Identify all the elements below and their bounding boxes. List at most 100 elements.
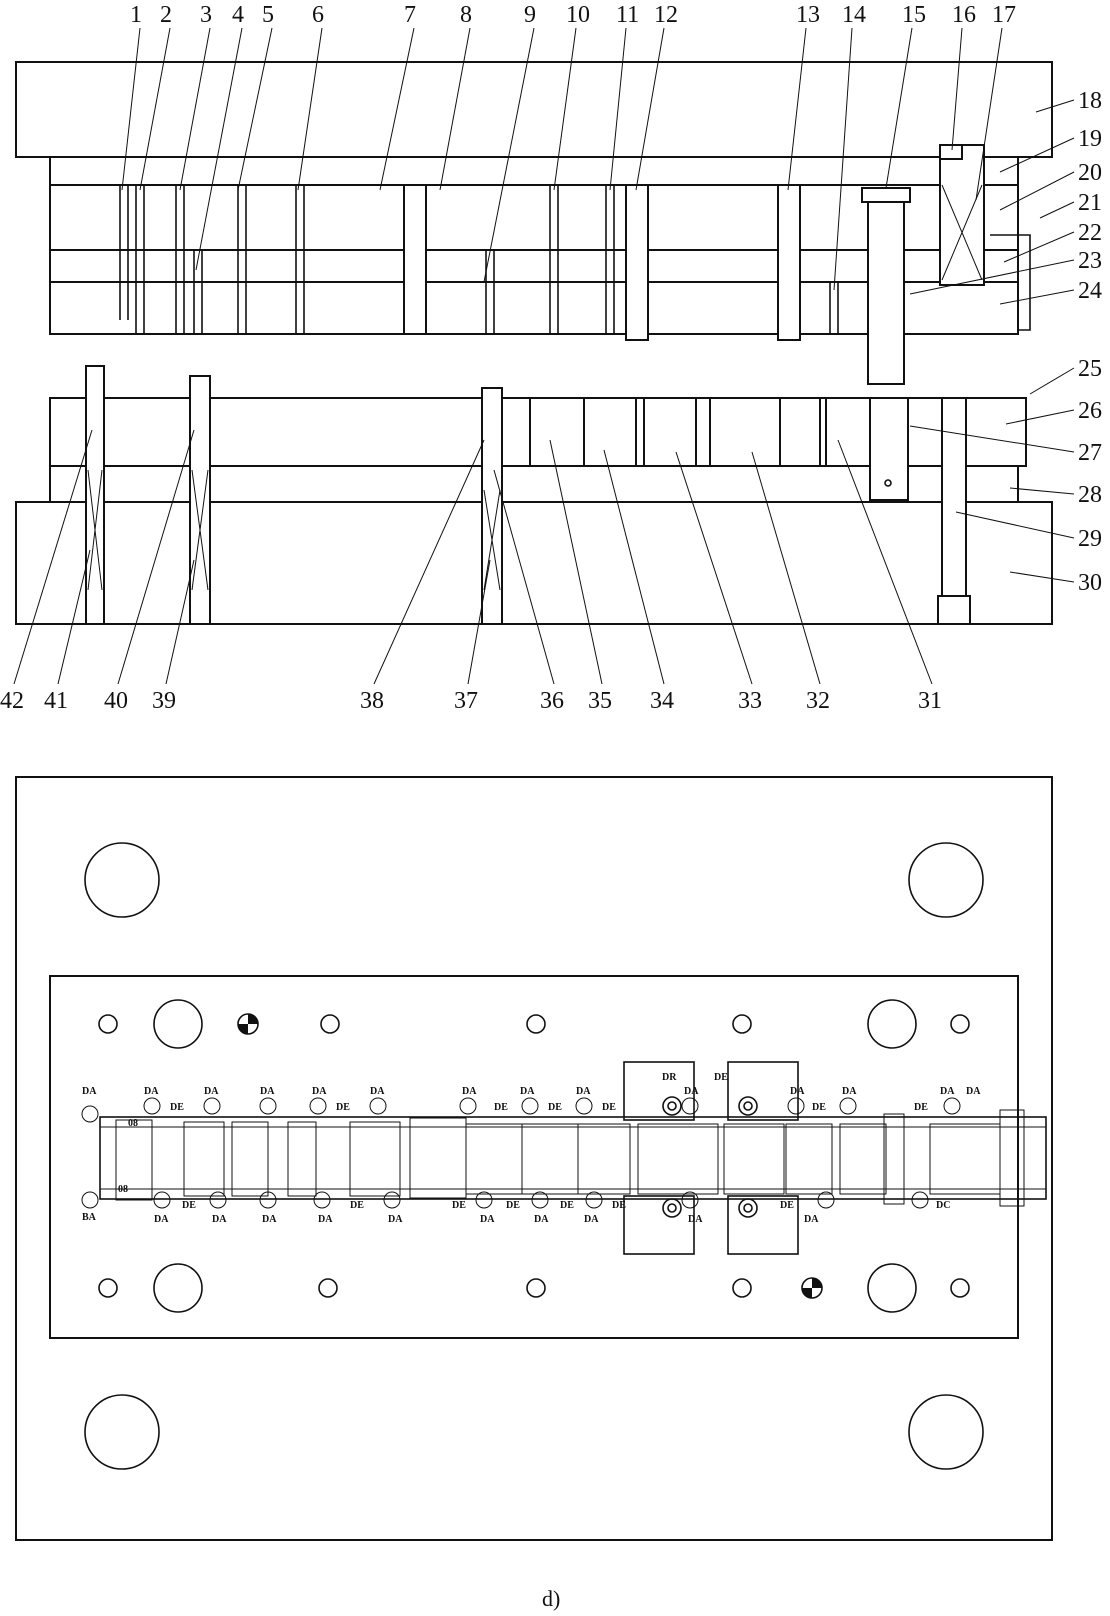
strip-code-upper: 08 [128, 1118, 138, 1129]
callout-25: 25 [1078, 356, 1102, 382]
pilot-holes [81, 1097, 961, 1209]
station-tag: DE [714, 1072, 728, 1083]
callout-top-leaders [121, 27, 1003, 291]
punch-holder-plate [49, 184, 1019, 251]
callout-5: 5 [262, 2, 274, 28]
plan-view: 08 08 DA DA DE DA DA DA DE DA DA DA DE D… [15, 776, 1053, 1541]
guide-hole-top-right [908, 842, 984, 918]
callout-42: 42 [0, 688, 24, 714]
station-tag: DA [966, 1086, 981, 1097]
callout-3: 3 [200, 2, 212, 28]
callout-17: 17 [992, 2, 1016, 28]
callout-28: 28 [1078, 482, 1102, 508]
callout-32: 32 [806, 688, 830, 714]
callout-bottom: 42 41 40 39 38 37 36 35 34 33 32 31 [0, 688, 942, 714]
station-tag: DC [936, 1200, 950, 1211]
callout-29: 29 [1078, 526, 1102, 552]
die-inserts [85, 365, 971, 625]
station-tag: DA [584, 1214, 599, 1225]
station-tag: BA [82, 1212, 97, 1223]
station-tag: DE [506, 1200, 520, 1211]
station-tag: DE [336, 1102, 350, 1113]
callout-39: 39 [152, 688, 176, 714]
strip-stations [115, 1061, 1025, 1255]
callout-right: 18 19 20 21 22 23 24 25 26 27 28 29 30 [1078, 88, 1102, 596]
callout-41: 41 [44, 688, 68, 714]
callout-34: 34 [650, 688, 674, 714]
callout-14: 14 [842, 2, 866, 28]
station-tag: DE [452, 1200, 466, 1211]
side-bracket [990, 234, 1031, 331]
station-tag: DA [804, 1214, 819, 1225]
callout-top: 1 2 3 4 5 6 7 8 9 10 11 12 13 14 15 16 1… [130, 2, 1016, 28]
guide-hole-bottom-right [908, 1394, 984, 1470]
station-tag: DA [688, 1214, 703, 1225]
station-tag: DA [212, 1214, 227, 1225]
station-tag: DA [82, 1086, 97, 1097]
callout-33: 33 [738, 688, 762, 714]
station-tag: DA [370, 1086, 385, 1097]
callout-18: 18 [1078, 88, 1102, 114]
stripper-backing-plate [49, 249, 1019, 283]
callout-12: 12 [654, 2, 678, 28]
station-tags-top: DA DA DE DA DA DA DE DA DA DA DE DE DA D… [82, 1072, 981, 1113]
station-tag: DA [684, 1086, 699, 1097]
station-tag: DE [494, 1102, 508, 1113]
station-tag: DA [480, 1214, 495, 1225]
callout-24: 24 [1078, 278, 1102, 304]
callout-30: 30 [1078, 570, 1102, 596]
station-tag: DA [534, 1214, 549, 1225]
callout-13: 13 [796, 2, 820, 28]
station-tag: DA [842, 1086, 857, 1097]
upper-die-shoe [15, 61, 1053, 158]
strip-layout [99, 1116, 1047, 1200]
station-tag: DE [812, 1102, 826, 1113]
callout-7: 7 [404, 2, 416, 28]
station-tag: DE [914, 1102, 928, 1113]
callout-right-leaders [909, 99, 1075, 583]
callout-40: 40 [104, 688, 128, 714]
callout-38: 38 [360, 688, 384, 714]
station-tag: DA [144, 1086, 159, 1097]
station-tag: DA [154, 1214, 169, 1225]
callout-8: 8 [460, 2, 472, 28]
station-tag: DA [520, 1086, 535, 1097]
station-tag: DA [790, 1086, 805, 1097]
callout-16: 16 [952, 2, 976, 28]
station-tag: DA [260, 1086, 275, 1097]
callout-37: 37 [454, 688, 478, 714]
station-tag: DE [182, 1200, 196, 1211]
station-tag: DA [940, 1086, 955, 1097]
upper-backing-plate [49, 156, 1019, 186]
station-tag: DE [780, 1200, 794, 1211]
callout-26: 26 [1078, 398, 1102, 424]
lower-die-shoe [15, 501, 1053, 625]
station-tag: DA [388, 1214, 403, 1225]
callout-10: 10 [566, 2, 590, 28]
callout-35: 35 [588, 688, 612, 714]
callout-11: 11 [616, 2, 639, 28]
callout-15: 15 [902, 2, 926, 28]
callout-21: 21 [1078, 190, 1102, 216]
lower-die-section [15, 365, 1053, 625]
station-tag: DA [204, 1086, 219, 1097]
station-tags-bottom: BA DA DE DA DA DA DE DA DE DA DE DA DE D… [82, 1200, 950, 1225]
station-tag: DE [560, 1200, 574, 1211]
station-tag: DE [602, 1102, 616, 1113]
station-tag: DE [350, 1200, 364, 1211]
callout-31: 31 [918, 688, 942, 714]
callout-6: 6 [312, 2, 324, 28]
callout-1: 1 [130, 2, 142, 28]
callout-9: 9 [524, 2, 536, 28]
callout-19: 19 [1078, 126, 1102, 152]
station-tag: DE [548, 1102, 562, 1113]
stripper-plate [49, 281, 1019, 335]
upper-die-section [15, 61, 1053, 385]
station-tag: DA [312, 1086, 327, 1097]
strip-code-lower: 08 [118, 1184, 128, 1195]
callout-2: 2 [160, 2, 172, 28]
callout-4: 4 [232, 2, 244, 28]
callout-36: 36 [540, 688, 564, 714]
station-tag: DA [462, 1086, 477, 1097]
